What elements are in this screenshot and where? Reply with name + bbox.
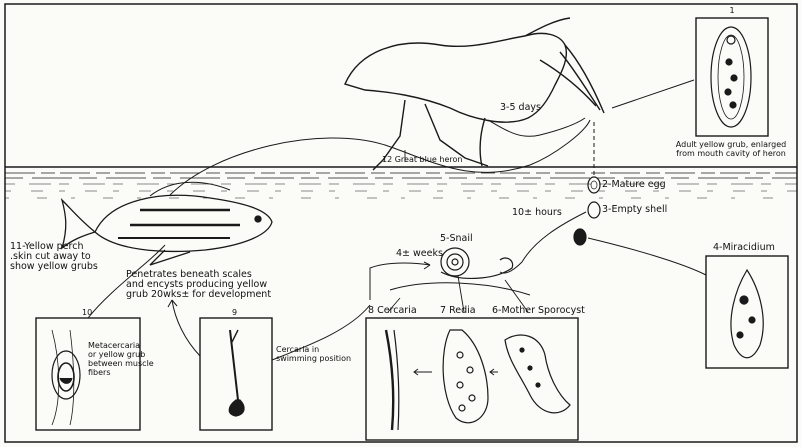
box-stages: [366, 318, 578, 440]
heron-illustration: [345, 18, 604, 170]
box-miracidium: [706, 256, 788, 368]
label-mother-sporocyst: 6-Mother Sporocyst: [492, 306, 585, 316]
label-4-weeks: 4± weeks: [396, 249, 443, 259]
water-surface: [5, 167, 797, 198]
label-cercaria: 8 Cercaria: [368, 306, 417, 316]
label-snail: 5-Snail: [440, 234, 473, 244]
label-great-blue-heron: 12 Great blue heron: [382, 155, 462, 164]
label-empty-shell: 3-Empty shell: [602, 205, 667, 215]
label-cercaria-swimming: Cercaria in swimming position: [276, 345, 351, 363]
label-9: 9: [232, 308, 237, 317]
label-miracidium: 4-Miracidium: [713, 243, 775, 253]
label-adult-grub: Adult yellow grub, enlarged from mouth c…: [662, 140, 800, 158]
egg-and-shell: [574, 177, 600, 245]
label-penetrates: Penetrates beneath scales and encysts pr…: [126, 270, 271, 300]
label-yellow-perch: 11-Yellow perch .skin cut away to show y…: [10, 242, 98, 272]
label-1: 1: [724, 6, 740, 15]
box-adult-grub: [612, 18, 768, 136]
label-redia: 7 Redia: [440, 306, 476, 316]
label-3-5-days: 3-5 days: [500, 103, 541, 113]
label-metacercaria: Metacercaria or yellow grub between musc…: [88, 341, 154, 377]
box-cercaria-swimming: [168, 300, 370, 430]
label-10-hours: 10± hours: [512, 208, 562, 218]
label-10: 10: [82, 308, 92, 317]
label-mature-egg: 2-Mature egg: [602, 180, 666, 190]
